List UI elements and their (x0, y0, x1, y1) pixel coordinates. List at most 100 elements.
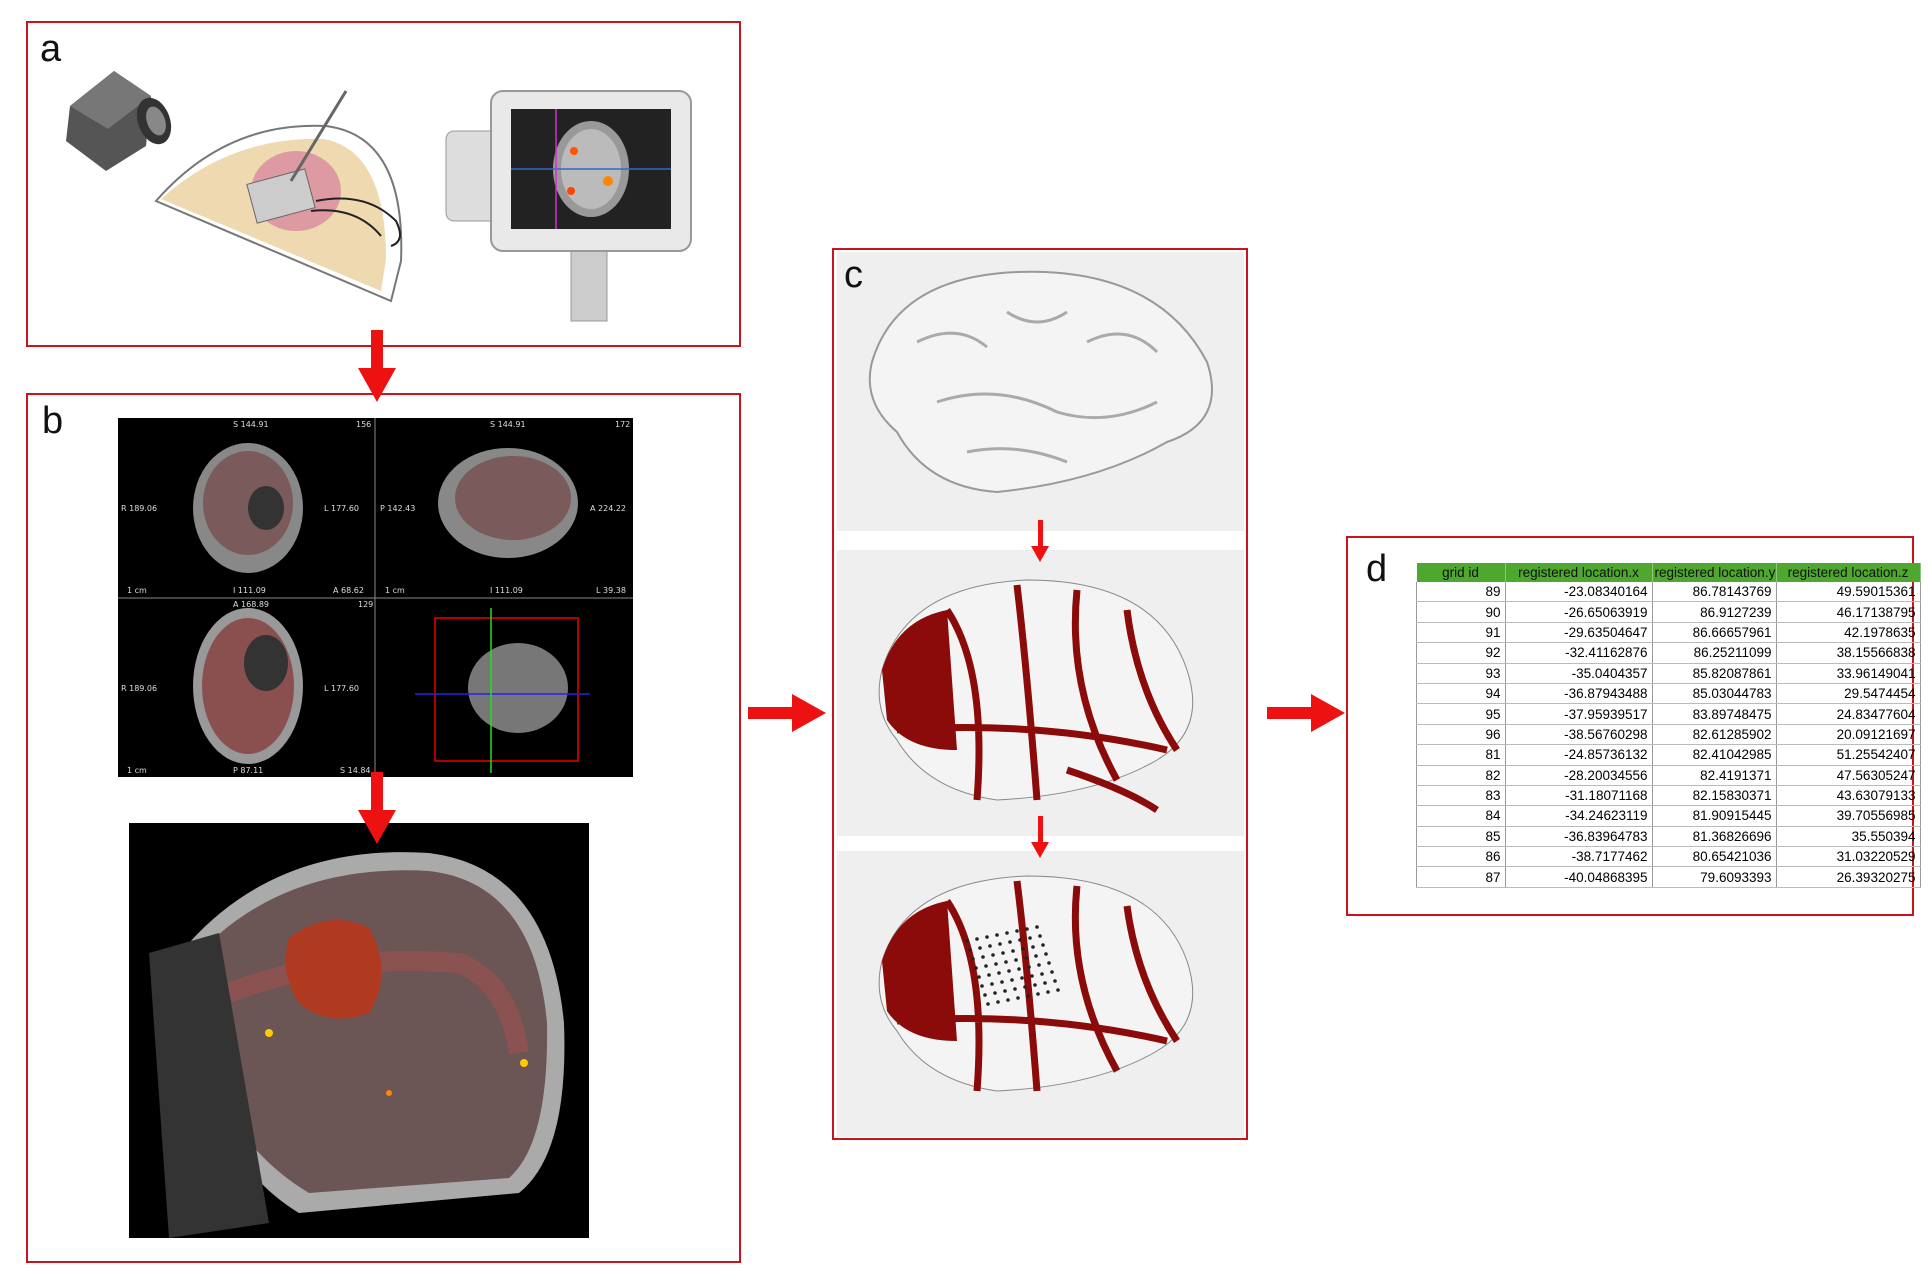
table-cell: 82 (1416, 765, 1506, 786)
axial-bottom: P 87.11 (233, 766, 264, 775)
electrode-dot (995, 933, 999, 937)
table-cell: 39.70556985 (1776, 805, 1921, 827)
electrode-dot (1037, 963, 1041, 967)
electrode-dot (1040, 972, 1044, 976)
electrode-dot (978, 946, 982, 950)
table-cell: 85 (1416, 826, 1506, 848)
table-cell: -29.63504647 (1505, 622, 1653, 644)
mri-views (118, 418, 633, 777)
electrode-dot (987, 973, 991, 977)
coronal-bottom: I 111.09 (233, 586, 266, 595)
electrode-dot (1043, 981, 1047, 985)
axial-top: A 168.89 (233, 600, 270, 609)
electrode-dot (984, 964, 988, 968)
electrode-dot (985, 935, 989, 939)
table-cell: 82.15830371 (1652, 785, 1777, 807)
sagittal-left: P 142.43 (380, 504, 416, 513)
axial-scale: 1 cm (127, 766, 147, 775)
column-header: registered location.y (1652, 563, 1777, 582)
electrode-dot (1025, 927, 1029, 931)
axial-left: R 189.06 (121, 684, 158, 693)
electrode-dot (1050, 970, 1054, 974)
table-cell: 83 (1416, 785, 1506, 807)
table-cell: -34.24623119 (1505, 805, 1653, 827)
table-cell: 82.41042985 (1652, 744, 1777, 766)
sagittal-bottom: I 111.09 (490, 586, 523, 595)
column-header: registered location.z (1776, 563, 1921, 582)
electrode-dot (1047, 961, 1051, 965)
table-cell: 86.25211099 (1652, 642, 1777, 664)
electrode-dot (1044, 952, 1048, 956)
table-cell: 85.82087861 (1652, 663, 1777, 684)
table-cell: 38.15566838 (1776, 642, 1921, 664)
electrode-dot (1024, 956, 1028, 960)
electrode-dot (1053, 979, 1057, 983)
table-cell: 20.09121697 (1776, 724, 1921, 746)
electrode-dot (993, 991, 997, 995)
cortex-surface-render (868, 270, 1213, 494)
sagittal-scale: 1 cm (385, 586, 405, 595)
panel-a (26, 21, 741, 347)
coronal-top: S 144.91 (233, 420, 269, 429)
table-cell: 31.03220529 (1776, 846, 1921, 868)
axial-right: L 177.60 (324, 684, 359, 693)
table-cell: 87 (1416, 866, 1506, 888)
electrode-dot (1000, 980, 1004, 984)
camera-icon (66, 71, 172, 171)
column-header: grid id (1416, 563, 1506, 582)
table-cell: 29.5474454 (1776, 683, 1921, 705)
electrode-dot (975, 937, 979, 941)
table-cell: 81 (1416, 744, 1506, 766)
table-cell: 46.17138795 (1776, 601, 1921, 623)
table-cell: 81.36826696 (1652, 826, 1777, 848)
table-cell: 82.4191371 (1652, 765, 1777, 786)
table-cell: -38.7177462 (1505, 846, 1653, 868)
sagittal-right: A 224.22 (590, 504, 627, 513)
table-cell: 90 (1416, 601, 1506, 623)
electrode-dot (990, 982, 994, 986)
table-cell: -35.0404357 (1505, 663, 1653, 684)
electrode-dot (997, 971, 1001, 975)
electrode-dot (965, 939, 969, 943)
table-cell: 26.39320275 (1776, 866, 1921, 888)
table-cell: 47.56305247 (1776, 765, 1921, 786)
electrode-dot (1026, 994, 1030, 998)
coronal-top-right: 156 (356, 420, 372, 429)
table-cell: 82.61285902 (1652, 724, 1777, 746)
table-cell: -36.87943488 (1505, 683, 1653, 705)
table-cell: 86.66657961 (1652, 622, 1777, 644)
table-cell: 93 (1416, 663, 1506, 684)
electrode-dot (1046, 990, 1050, 994)
table-cell: 42.1978635 (1776, 622, 1921, 644)
monitor-illustration (445, 90, 692, 322)
table-cell: 89 (1416, 582, 1506, 603)
electrode-dot (1031, 945, 1035, 949)
electrode-dot (1018, 938, 1022, 942)
table-cell: 49.59015361 (1776, 582, 1921, 603)
coronal-bottom-right: A 68.62 (333, 586, 364, 595)
electrode-dot (1035, 925, 1039, 929)
brain-vessel-view (837, 550, 1244, 836)
coronal-slice (193, 443, 303, 573)
electrode-dot (1021, 947, 1025, 951)
table-cell: 86 (1416, 846, 1506, 868)
electrode-dot (1023, 985, 1027, 989)
electrode-dot (1008, 940, 1012, 944)
mri-quad-viewer: S 144.91 156 R 189.06 L 177.60 I 111.09 … (118, 418, 633, 777)
table-cell: 86.78143769 (1652, 582, 1777, 603)
panel-c-label: c (844, 254, 863, 296)
electrode-dot (991, 953, 995, 957)
table-cell: -24.85736132 (1505, 744, 1653, 766)
table-cell: 83.89748475 (1652, 703, 1777, 725)
table-cell: 33.96149041 (1776, 663, 1921, 684)
table-cell: -38.56760298 (1505, 724, 1653, 746)
electrode-dot (1028, 936, 1032, 940)
